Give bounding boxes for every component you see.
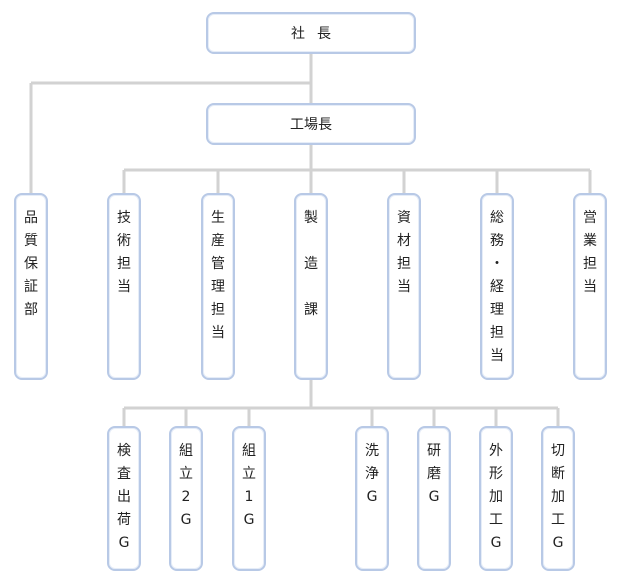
group-washing: 洗 浄 G <box>355 426 389 571</box>
group-char: G <box>243 512 255 528</box>
group-grinding: 研 磨 G <box>417 426 451 571</box>
dept-char: 生 <box>211 210 225 226</box>
dept-char: 業 <box>583 233 597 249</box>
factory-manager-box: 工場長 <box>206 103 416 145</box>
dept-char: 理 <box>211 279 225 295</box>
dept-technical: 技 術 担 当 <box>107 193 141 380</box>
group-char: 加 <box>489 489 503 505</box>
group-char: 磨 <box>427 466 441 482</box>
group-char: G <box>366 489 378 505</box>
group-char: 洗 <box>365 443 379 459</box>
dept-char: 材 <box>397 233 411 249</box>
group-char: 研 <box>427 443 441 459</box>
group-char: 立 <box>179 466 193 482</box>
dept-char: 当 <box>490 348 504 364</box>
dept-char: 品 <box>24 210 38 226</box>
group-char: 断 <box>551 466 565 482</box>
group-external-processing: 外 形 加 工 G <box>479 426 513 571</box>
dept-char: 務 <box>490 233 504 249</box>
group-char: 浄 <box>365 466 379 482</box>
dept-char: 当 <box>397 279 411 295</box>
group-char: 形 <box>489 466 503 482</box>
dept-char: 技 <box>117 210 131 226</box>
dept-char: 当 <box>117 279 131 295</box>
dept-char: 製 <box>304 210 318 226</box>
group-char: 外 <box>489 443 503 459</box>
group-char: 工 <box>551 512 565 528</box>
group-cutting: 切 断 加 工 G <box>541 426 575 571</box>
dept-char: 質 <box>24 233 38 249</box>
dept-char: 担 <box>117 256 131 272</box>
president-char-2: 長 <box>317 26 331 42</box>
group-char: G <box>552 535 564 551</box>
group-char: G <box>490 535 502 551</box>
group-char: 組 <box>242 443 256 459</box>
dept-char: 理 <box>490 302 504 318</box>
dept-char: 当 <box>583 279 597 295</box>
dept-char: 保 <box>24 256 38 272</box>
dept-char: 営 <box>583 210 597 226</box>
group-char: 出 <box>117 489 131 505</box>
dept-quality-assurance: 品 質 保 証 部 <box>14 193 48 380</box>
group-char: 加 <box>551 489 565 505</box>
dept-char: 証 <box>24 279 38 295</box>
dept-char: 担 <box>397 256 411 272</box>
dept-char: 管 <box>211 256 225 272</box>
group-char: G <box>428 489 440 505</box>
dept-char: 当 <box>211 325 225 341</box>
dept-sales: 営 業 担 当 <box>573 193 607 380</box>
dept-char: 産 <box>211 233 225 249</box>
dept-char: 経 <box>490 279 504 295</box>
dept-char: 造 <box>304 256 318 272</box>
group-char: 組 <box>179 443 193 459</box>
factory-manager-label: 工場長 <box>290 117 332 133</box>
group-char: 検 <box>117 443 131 459</box>
group-char: G <box>180 512 192 528</box>
group-char: 切 <box>551 443 565 459</box>
group-assembly-2: 組 立 2 G <box>169 426 203 571</box>
dept-char: 資 <box>397 210 411 226</box>
dept-materials: 資 材 担 当 <box>387 193 421 380</box>
dept-char: 担 <box>583 256 597 272</box>
group-assembly-1: 組 立 1 G <box>232 426 266 571</box>
dept-char: 術 <box>117 233 131 249</box>
president-box: 社 長 <box>206 12 416 54</box>
group-char: 工 <box>489 512 503 528</box>
group-char: 立 <box>242 466 256 482</box>
dept-general-affairs-accounting: 総 務 ・ 経 理 担 当 <box>480 193 514 380</box>
dept-manufacturing: 製 造 課 <box>294 193 328 380</box>
dept-char: 総 <box>490 210 504 226</box>
group-char: G <box>118 535 130 551</box>
president-char-1: 社 <box>291 26 305 42</box>
dept-char: 部 <box>24 302 38 318</box>
group-char: 1 <box>244 489 254 505</box>
dept-char: 担 <box>490 325 504 341</box>
group-inspection-shipping: 検 査 出 荷 G <box>107 426 141 571</box>
dept-production-control: 生 産 管 理 担 当 <box>201 193 235 380</box>
group-char: 査 <box>117 466 131 482</box>
group-char: 2 <box>181 489 191 505</box>
dept-char: 課 <box>304 302 318 318</box>
dept-char: 担 <box>211 302 225 318</box>
group-char: 荷 <box>117 512 131 528</box>
dept-char: ・ <box>490 256 504 272</box>
